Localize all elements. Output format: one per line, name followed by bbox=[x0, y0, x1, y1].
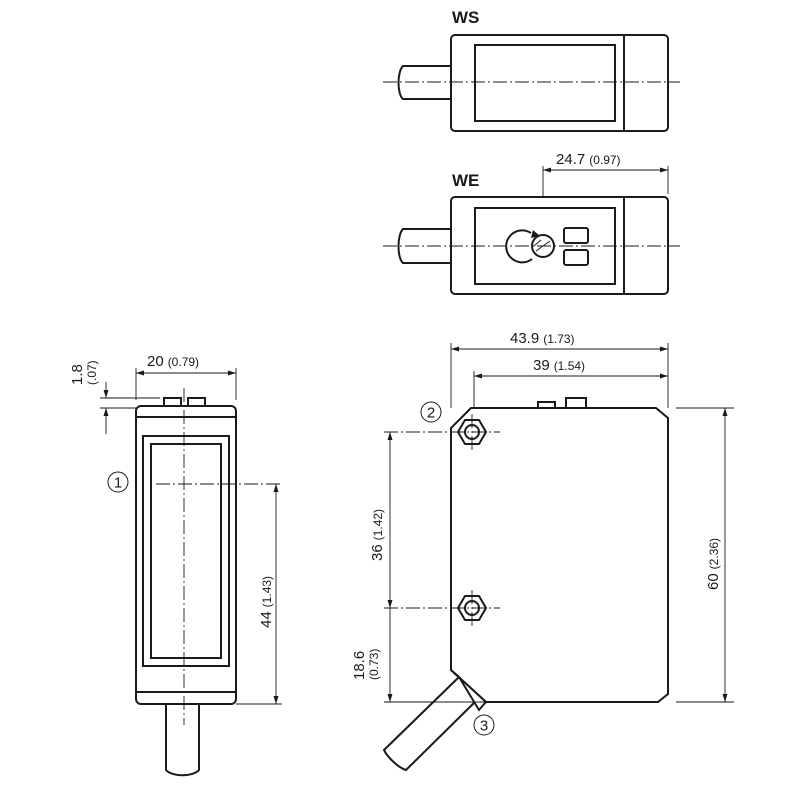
hole-offset-inch: (0.73) bbox=[367, 649, 381, 680]
hole-spacing-dimension: 36 (1.42) bbox=[369, 509, 386, 561]
width-inch: (0.79) bbox=[168, 355, 199, 369]
protrusion-dimension: 1.8(.07) bbox=[69, 360, 99, 385]
width-arrow-left bbox=[136, 370, 144, 376]
hole-spacing-inch: (1.42) bbox=[371, 509, 385, 540]
callout-2-circle bbox=[420, 401, 442, 423]
width-arrow-right bbox=[228, 370, 236, 376]
front-cable bbox=[165, 704, 200, 777]
width-dimension: 20 (0.79) bbox=[147, 353, 199, 370]
body-depth-total-inch: (1.73) bbox=[543, 332, 574, 346]
we-cable bbox=[397, 228, 451, 264]
callout-3-circle bbox=[473, 714, 495, 736]
ws-view-label: WS bbox=[452, 8, 479, 27]
we-depth-value: 24.7 bbox=[556, 151, 585, 168]
callout-1-label: 1 bbox=[114, 475, 122, 492]
front-view: 1.8(.07) 20 (0.79) 44 (1.43) bbox=[69, 353, 282, 777]
protrusion-value: 1.8 bbox=[69, 364, 86, 385]
side-housing bbox=[450, 407, 669, 703]
hole-offset-value: 18.6 bbox=[351, 651, 368, 680]
body-depth-total-value: 43.9 bbox=[510, 330, 539, 347]
ws-front-window bbox=[474, 44, 616, 122]
front-lens bbox=[150, 443, 222, 659]
body-depth-dimension: 39 (1.54) bbox=[533, 357, 585, 374]
body-depth-arrow-right bbox=[660, 373, 668, 379]
body-depth-total-arrow-left bbox=[451, 346, 459, 352]
optic-axis-inch: (1.43) bbox=[260, 576, 274, 607]
body-depth-total-arrow-right bbox=[660, 346, 668, 352]
width-value: 20 bbox=[147, 353, 164, 370]
body-depth-inch: (1.54) bbox=[554, 359, 585, 373]
optic-axis-value: 44 bbox=[258, 611, 275, 628]
callout-2-label: 2 bbox=[427, 405, 435, 422]
protrusion-arrow-bottom bbox=[103, 408, 109, 416]
callout-1-circle bbox=[107, 471, 129, 493]
we-view: WE 24.7 (0.97) bbox=[383, 151, 680, 295]
indicator-led-bottom bbox=[563, 249, 589, 266]
hole-offset-dimension: 18.6(0.73) bbox=[351, 649, 381, 680]
height-dimension: 60 (2.36) bbox=[705, 538, 722, 590]
protrusion-inch: (.07) bbox=[85, 360, 99, 385]
we-dim-arrow-left bbox=[543, 167, 551, 173]
rotation-arrow-head-icon bbox=[531, 230, 540, 238]
height-inch: (2.36) bbox=[707, 538, 721, 569]
ws-view: WS bbox=[383, 8, 680, 132]
we-housing bbox=[450, 196, 669, 295]
height-arrow-bottom bbox=[722, 694, 728, 702]
we-depth-inch: (0.97) bbox=[589, 153, 620, 167]
height-value: 60 bbox=[705, 573, 722, 590]
rotation-arrow-icon bbox=[505, 229, 533, 264]
indicator-led-top bbox=[563, 227, 589, 244]
body-depth-arrow-left bbox=[474, 373, 482, 379]
optic-axis-arrow-top bbox=[273, 484, 279, 492]
potentiometer-hatch bbox=[533, 239, 542, 247]
body-depth-value: 39 bbox=[533, 357, 550, 374]
front-lens-frame bbox=[142, 435, 230, 667]
optic-axis-dimension: 44 (1.43) bbox=[258, 576, 275, 628]
side-cable bbox=[382, 676, 480, 772]
height-arrow-top bbox=[722, 408, 728, 416]
hole-offset-arrow-bottom bbox=[387, 694, 393, 702]
side-view: 43.9 (1.73) 39 (1.54) 36 (1.42) bbox=[351, 330, 734, 772]
ws-cable bbox=[397, 65, 451, 100]
front-housing bbox=[135, 405, 237, 705]
we-depth-dimension: 24.7 (0.97) bbox=[556, 151, 621, 168]
protrusion-arrow-top bbox=[103, 390, 109, 398]
we-view-label: WE bbox=[452, 171, 479, 190]
hole-spacing-arrow-top bbox=[387, 432, 393, 440]
hole-spacing-arrow-bottom bbox=[387, 600, 393, 608]
ws-housing bbox=[450, 34, 669, 132]
callout-3-label: 3 bbox=[480, 718, 488, 735]
body-depth-total-dimension: 43.9 (1.73) bbox=[510, 330, 575, 347]
hole-spacing-value: 36 bbox=[369, 544, 386, 561]
optic-axis-arrow-bottom bbox=[273, 696, 279, 704]
we-dim-arrow-right bbox=[660, 167, 668, 173]
